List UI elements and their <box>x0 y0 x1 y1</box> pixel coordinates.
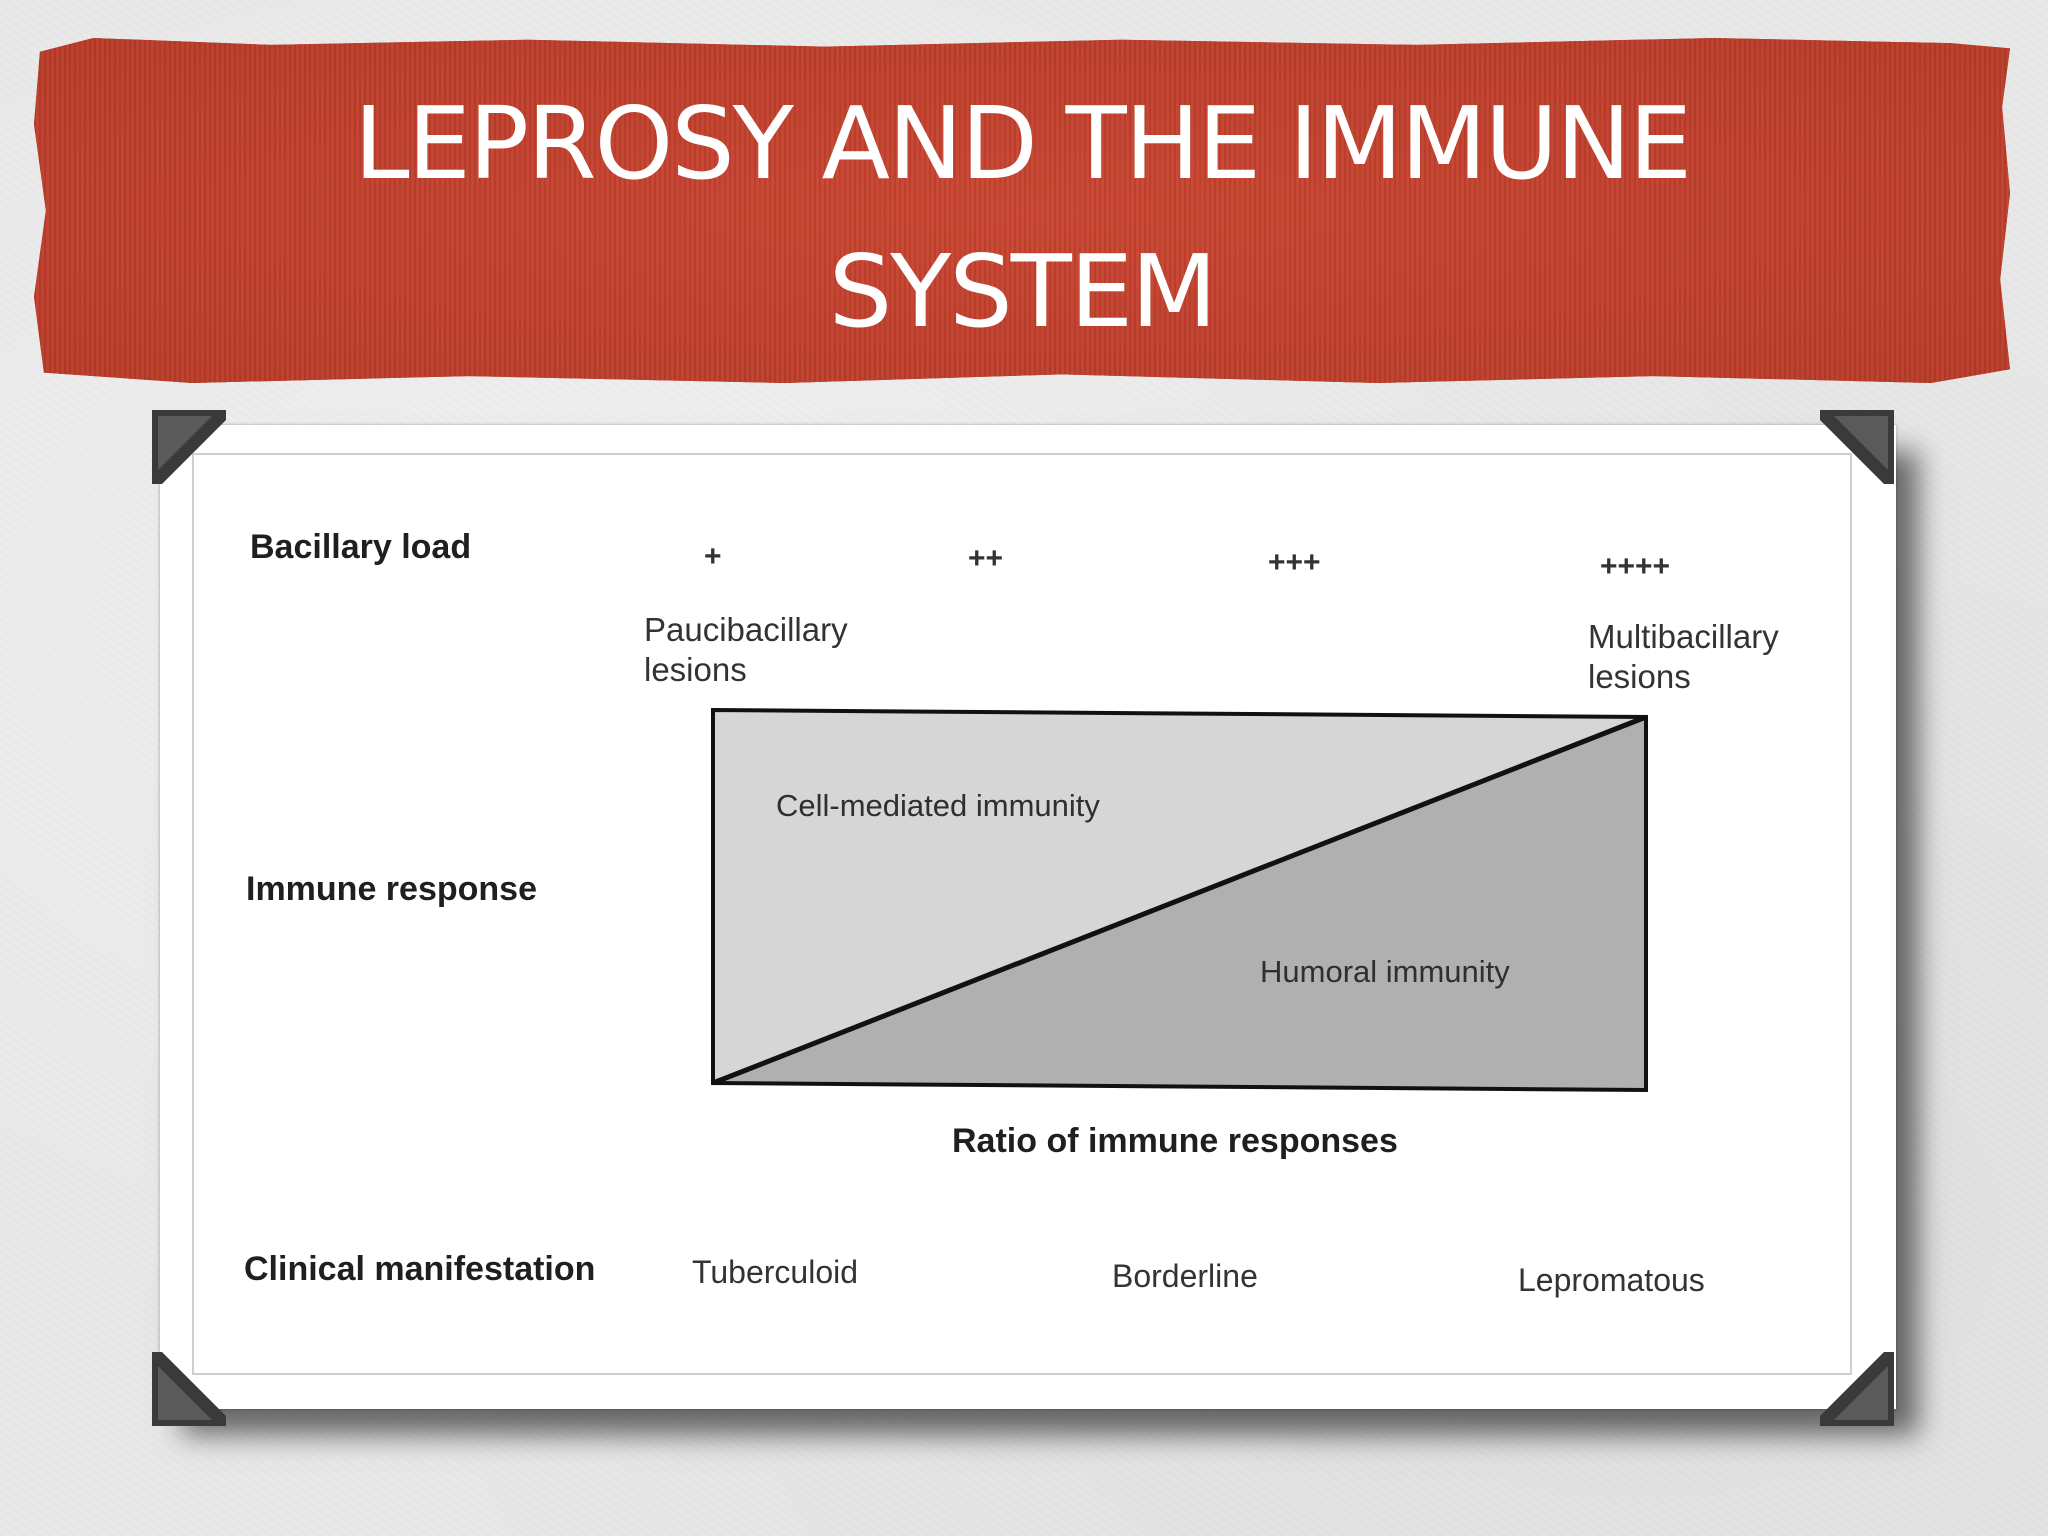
frame-inner-border <box>192 453 1852 1375</box>
photo-corner-top-right-icon <box>1820 410 1894 484</box>
lesion-label-paucibacillary: Paucibacillary lesions <box>644 611 848 688</box>
bacillary-level-4: ++++ <box>1600 550 1671 583</box>
bacillary-level-1: + <box>704 540 722 573</box>
region-label-humoral: Humoral immunity <box>1260 954 1510 989</box>
photo-corner-bottom-right-icon <box>1820 1352 1894 1426</box>
lesion-label-multibacillary: Multibacillary lesions <box>1588 618 1779 695</box>
diagonal-divider <box>712 714 1647 1086</box>
photo-corner-top-left-icon <box>152 410 226 484</box>
row-label-bacillary-load: Bacillary load <box>250 528 472 566</box>
row-label-immune-response: Immune response <box>246 870 537 908</box>
diagram-outline <box>711 707 1648 1093</box>
axis-label-ratio: Ratio of immune responses <box>952 1122 1398 1160</box>
clinical-form-lepromatous: Lepromatous <box>1518 1262 1705 1298</box>
clinical-form-borderline: Borderline <box>1112 1258 1258 1294</box>
title-banner <box>34 38 2010 383</box>
slide-title: LEPROSY AND THE IMMUNE SYSTEM <box>353 85 1692 350</box>
bacillary-level-2: ++ <box>968 542 1004 575</box>
row-label-clinical-manifestation: Clinical manifestation <box>244 1250 596 1288</box>
photo-corner-bottom-left-icon <box>152 1352 226 1426</box>
region-label-cell-mediated: Cell-mediated immunity <box>776 788 1100 823</box>
bacillary-level-3: +++ <box>1268 546 1321 579</box>
clinical-form-tuberculoid: Tuberculoid <box>692 1254 859 1290</box>
